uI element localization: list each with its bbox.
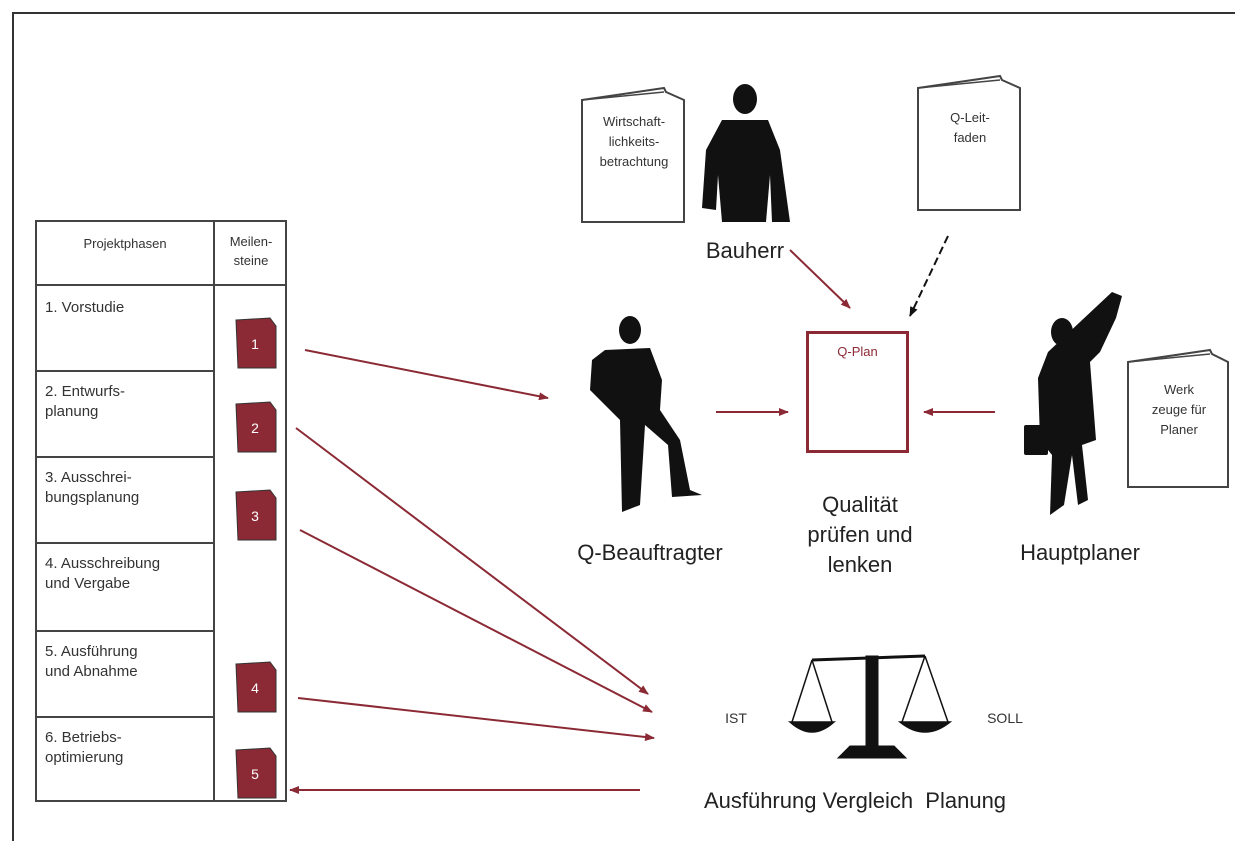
milestone-icon-4 <box>235 661 277 713</box>
milestone-number-2: 2 <box>251 420 259 436</box>
q-plan-label: Q-Plan <box>837 344 878 359</box>
arrow-milestone4-to-scale <box>297 697 655 741</box>
table-row-divider <box>37 630 213 632</box>
q-plan-box: Q-Plan <box>806 331 909 453</box>
q-beauftragter-silhouette <box>590 316 702 512</box>
document-wirtschaftlichkeit <box>581 86 685 223</box>
table-row-divider <box>37 716 213 718</box>
table-column-divider <box>213 222 215 800</box>
header-meilensteine: Meilen- steine <box>229 234 273 268</box>
milestone-number-4: 4 <box>251 680 259 696</box>
table-header-divider <box>37 284 285 286</box>
document-werkzeuge-text: Werk zeuge für Planer <box>1151 382 1207 437</box>
arrows <box>289 235 995 794</box>
milestone-number-1: 1 <box>251 336 259 352</box>
milestone-icon-1 <box>235 317 277 369</box>
phase-2: 2. Entwurfs- planung <box>45 383 126 420</box>
arrow-milestone3-to-scale <box>299 529 653 713</box>
document-q-leitfaden-text: Q-Leit- faden <box>950 110 990 145</box>
label-comparison: Ausführung Vergleich Planung <box>703 788 1007 813</box>
frame-top-border <box>12 12 1235 14</box>
label-bauherr: Bauherr <box>705 238 785 263</box>
milestone-icon-2 <box>235 401 277 453</box>
arrow-milestone1-to-q-beauftragter <box>304 349 549 401</box>
table-row-divider <box>37 456 213 458</box>
arrow-milestone2-to-scale <box>295 427 649 695</box>
label-hauptplaner: Hauptplaner <box>1020 540 1140 565</box>
header-projektphasen: Projektphasen <box>83 236 167 251</box>
milestone-icon-5 <box>235 747 277 799</box>
label-ist: IST <box>725 710 747 726</box>
frame-left-border <box>12 12 14 841</box>
milestone-number-3: 3 <box>251 508 259 524</box>
arrow-leitfaden-to-qplan <box>909 235 949 317</box>
phase-6: 6. Betriebs- optimierung <box>45 729 124 766</box>
table-row-divider <box>37 542 213 544</box>
milestone-icons <box>235 317 277 799</box>
milestone-number-5: 5 <box>251 766 259 782</box>
label-quality: Qualität prüfen und lenken <box>807 492 913 577</box>
balance-scale <box>788 654 953 759</box>
label-soll: SOLL <box>987 710 1023 726</box>
label-q-beauftragter: Q-Beauftragter <box>577 540 723 565</box>
arrow-bauherr-to-qplan <box>789 249 851 309</box>
document-werkzeuge <box>1127 348 1229 488</box>
phase-5: 5. Ausführung und Abnahme <box>45 643 138 680</box>
bauherr-silhouette <box>702 84 790 222</box>
phase-1: 1. Vorstudie <box>45 299 125 316</box>
document-q-leitfaden <box>917 74 1021 211</box>
milestone-icon-3 <box>235 489 277 541</box>
phase-3: 3. Ausschrei- bungsplanung <box>45 469 140 506</box>
hauptplaner-silhouette <box>1024 292 1122 515</box>
document-wirtschaftlichkeit-text: Wirtschaft- lichkeits- betrachtung <box>599 114 669 169</box>
table-row-divider <box>37 370 213 372</box>
phase-4: 4. Ausschreibung und Vergabe <box>45 555 161 592</box>
project-phases-table: Projektphasen Meilen- steine 1. Vorstudi… <box>35 220 287 802</box>
